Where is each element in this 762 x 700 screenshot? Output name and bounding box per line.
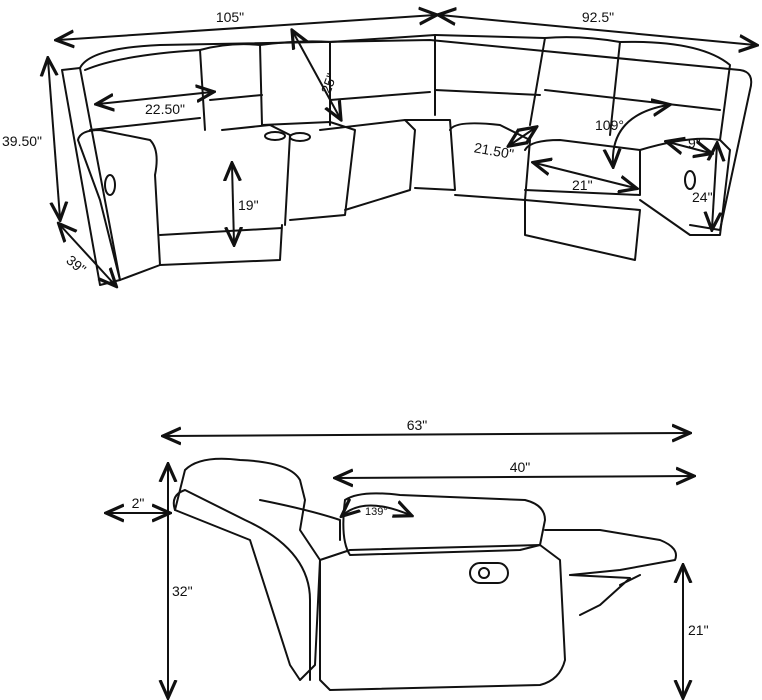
recliner-height-label: 32" bbox=[172, 583, 193, 599]
overall-width-right-label: 92.5" bbox=[582, 9, 614, 25]
side-dimension-lines bbox=[108, 433, 692, 696]
depth-label: 39" bbox=[63, 252, 89, 277]
side-recline-angle-label: 139° bbox=[365, 506, 388, 518]
recliner-side-drawing bbox=[172, 457, 677, 691]
arm-width-label: 9" bbox=[688, 135, 701, 151]
overall-width-left-label: 105" bbox=[216, 9, 244, 25]
seat-width-left-label: 22.50" bbox=[145, 101, 185, 117]
back-recline-angle-label: 109° bbox=[595, 117, 624, 133]
side-labels: 63" 40" 2" 139° 32" 21" bbox=[132, 417, 709, 638]
seat-height-label: 19" bbox=[238, 197, 259, 213]
back-height-label: 25" bbox=[318, 71, 340, 96]
corner-seat-width-label: 21.50" bbox=[473, 139, 515, 162]
overall-height-label: 39.50" bbox=[2, 133, 42, 149]
wall-clearance-label: 2" bbox=[132, 495, 145, 511]
extended-length-label: 63" bbox=[407, 417, 428, 433]
extended-seat-depth-label: 40" bbox=[510, 459, 531, 475]
sectional-sofa-drawing bbox=[61, 34, 753, 286]
arm-height-label: 24" bbox=[692, 189, 713, 205]
sectional-dimension-lines bbox=[48, 15, 755, 285]
right-seat-width-label: 21" bbox=[572, 177, 593, 193]
footrest-height-label: 21" bbox=[688, 622, 709, 638]
